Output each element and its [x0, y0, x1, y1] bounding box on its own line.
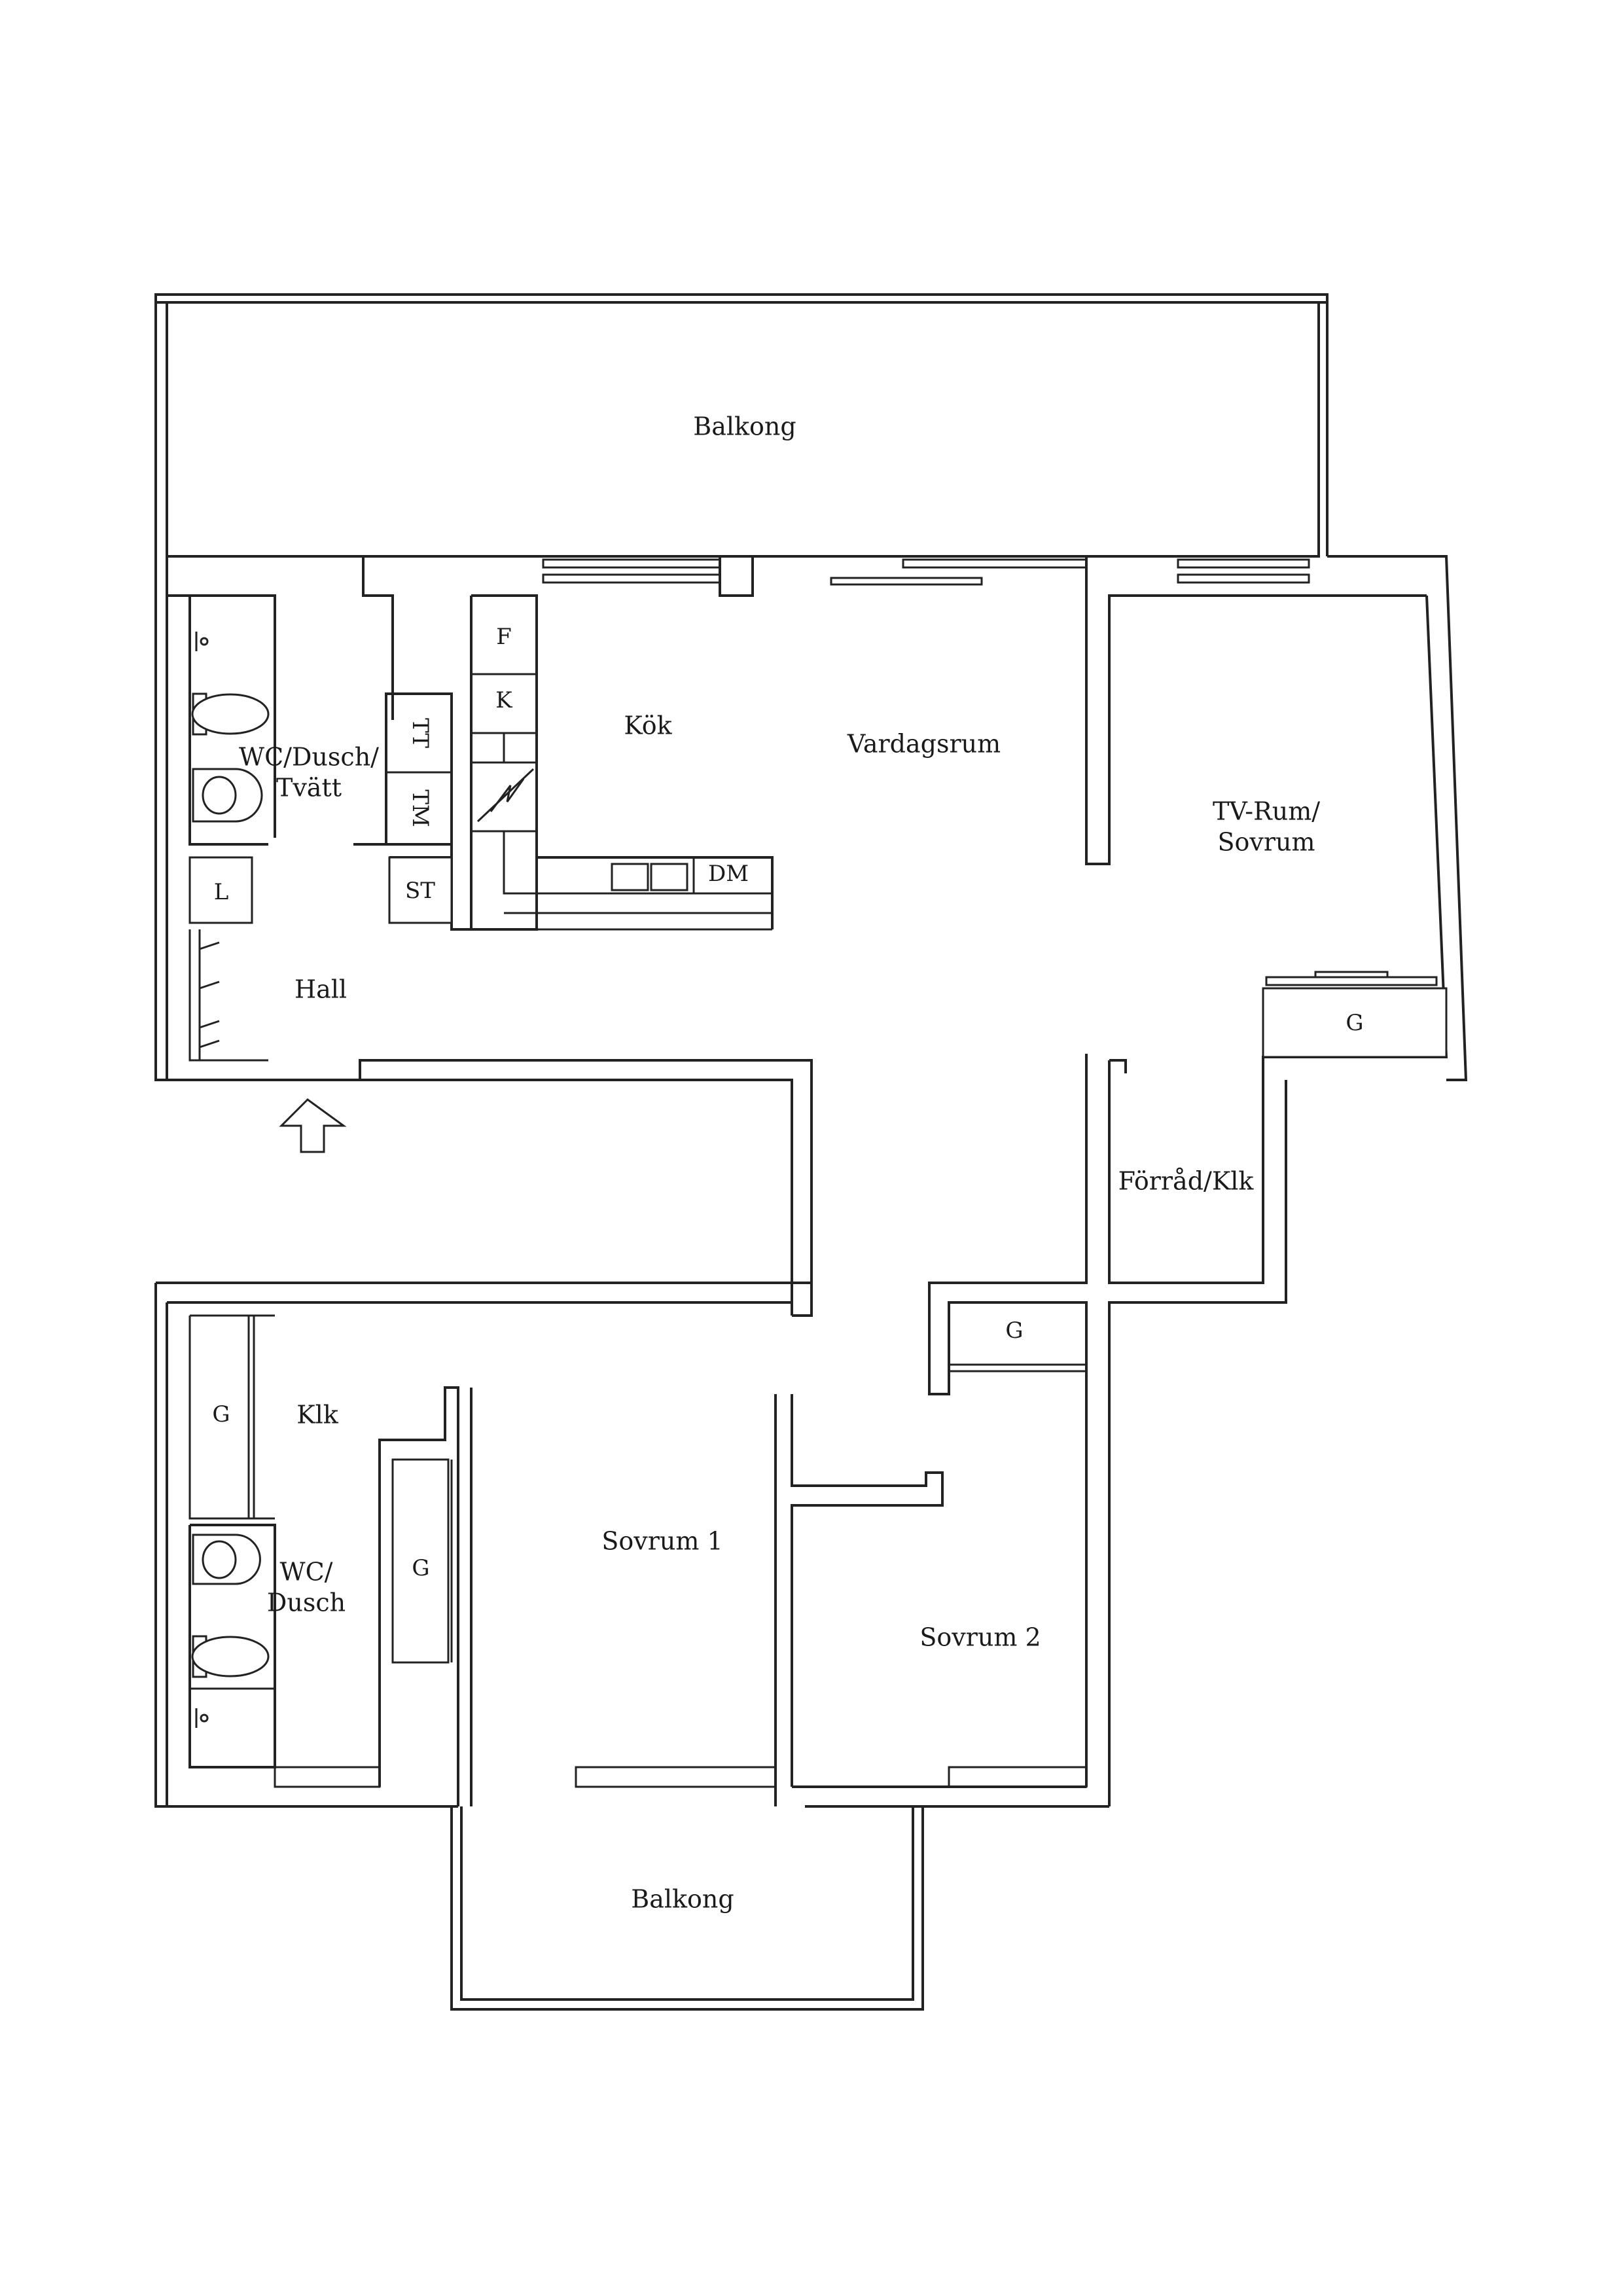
entrance-arrow-icon: [279, 1098, 347, 1153]
balcony-top: [154, 293, 1329, 596]
balcony-bottom: [450, 1806, 924, 2011]
toilet-icon: [191, 692, 270, 736]
room-label-sovrum1: Sovrum 1: [601, 1527, 722, 1556]
room-label-tv-line2: Sovrum: [1217, 828, 1315, 857]
wardrobe-label-tv: G: [1346, 1010, 1363, 1036]
cleaning-cabinet-label: ST: [405, 878, 435, 904]
sink-icon: [192, 768, 263, 823]
room-label-wc1-line1: WC/Dusch/: [239, 743, 379, 772]
freezer-label: K: [495, 687, 512, 713]
sink-icon-2: [192, 1534, 261, 1585]
wardrobe-label-hall: G: [1005, 1318, 1023, 1344]
linen-label: L: [214, 879, 229, 905]
room-label-tv-line1: TV-Rum/: [1213, 797, 1320, 826]
room-label-wc1-line2: Tvätt: [276, 774, 342, 802]
kitchen: [388, 594, 774, 931]
shower-icon-2: [195, 1708, 209, 1728]
shower-icon: [195, 632, 209, 651]
room-label-wc2-line1: WC/: [280, 1558, 333, 1587]
room-label-balkong-bottom: Balkong: [631, 1885, 734, 1914]
electrical-panel-icon: [476, 768, 535, 823]
room-label-vardagsrum: Vardagsrum: [847, 730, 1001, 759]
wc-laundry: [188, 594, 453, 846]
room-label-kok: Kök: [624, 711, 672, 740]
fridge-label: F: [496, 624, 512, 650]
washer-label: TM: [407, 789, 433, 827]
room-label-klk: Klk: [296, 1401, 339, 1429]
hall: [188, 856, 813, 1317]
bedroom-block: [154, 1282, 1109, 1808]
wardrobe-label-sovrum1: G: [412, 1555, 429, 1581]
room-label-balkong-top: Balkong: [693, 412, 796, 441]
room-label-sovrum2: Sovrum 2: [919, 1623, 1041, 1652]
dishwasher-label: DM: [708, 861, 749, 887]
room-label-forrad: Förråd/Klk: [1118, 1167, 1255, 1196]
room-label-wc2-line2: Dusch: [267, 1588, 346, 1617]
wardrobe-label-klk: G: [212, 1401, 230, 1427]
storage: [928, 1054, 1287, 1806]
room-label-hall: Hall: [294, 975, 347, 1004]
dryer-label: TT: [407, 718, 433, 748]
toilet-icon-2: [191, 1635, 270, 1678]
